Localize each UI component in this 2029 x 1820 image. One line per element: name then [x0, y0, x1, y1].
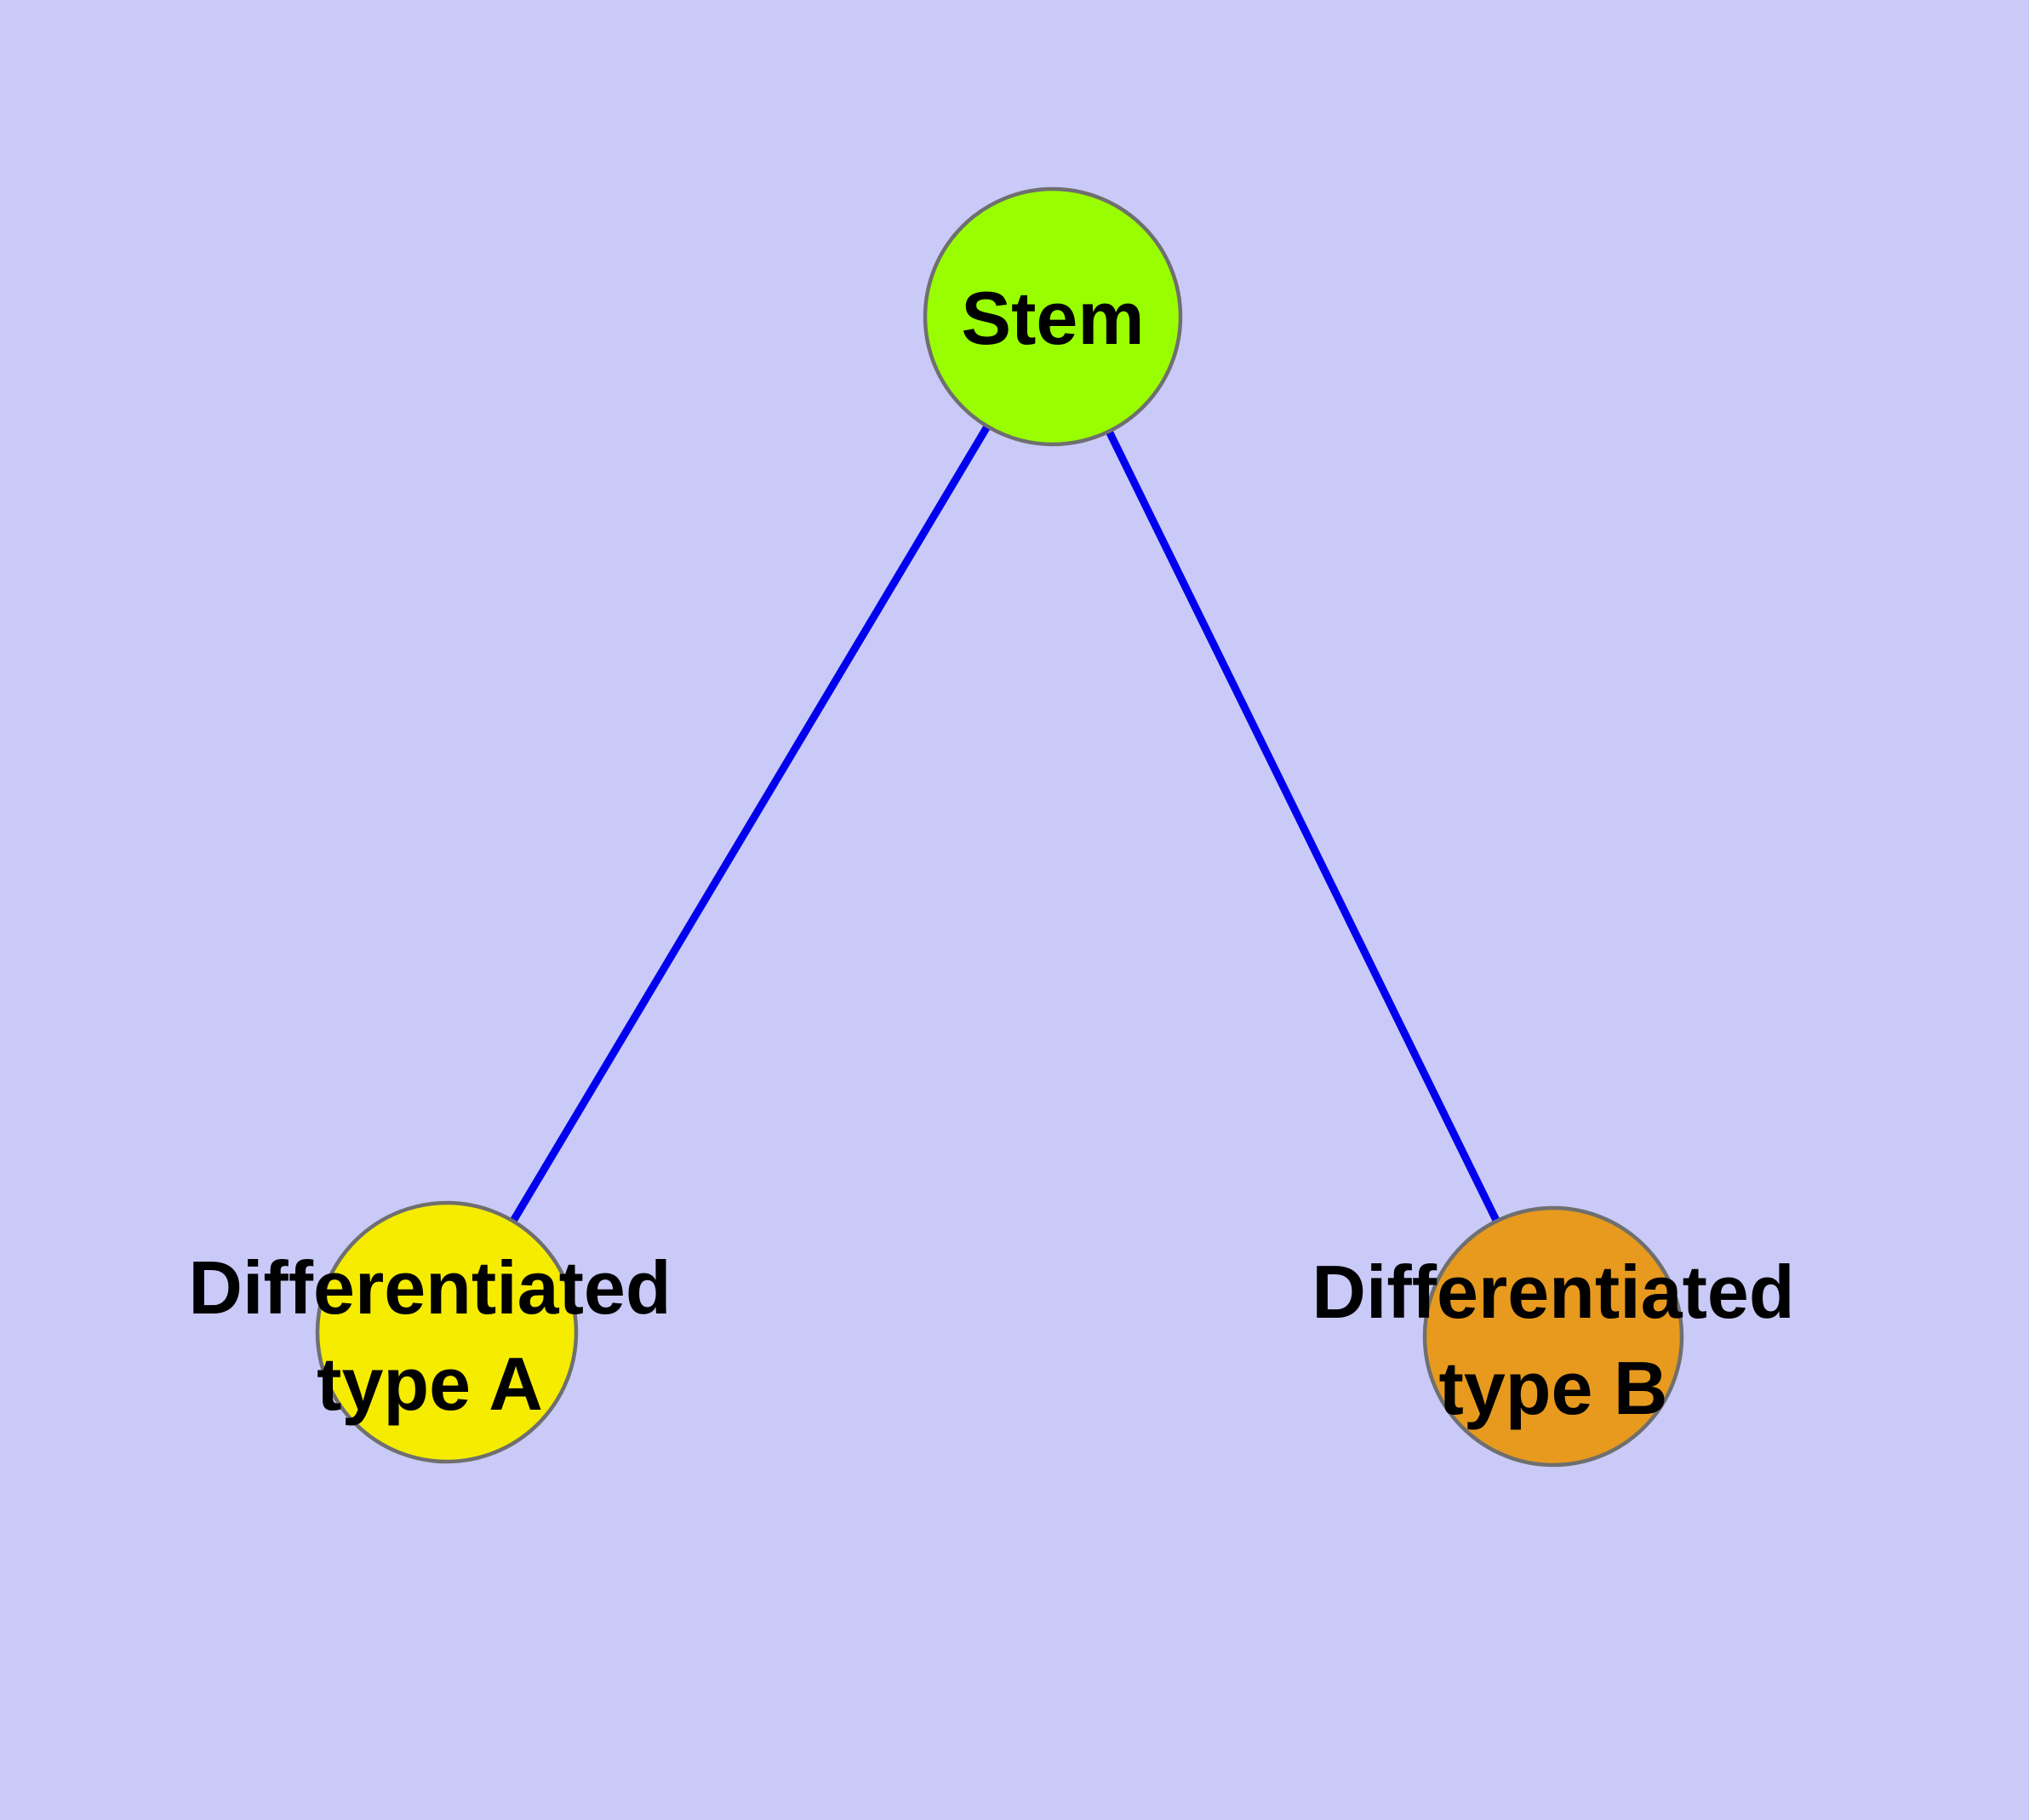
- node-differentiated-type-b: [1422, 1205, 1684, 1468]
- node-type-b-label-line1: Differentiated: [1312, 1250, 1794, 1334]
- node-stem-label: Stem: [961, 276, 1144, 360]
- node-type-a-label-line1: Differentiated: [188, 1245, 671, 1330]
- edge-stem-to-type-b: [1049, 315, 1557, 1338]
- node-type-a-label-line2: type A: [317, 1342, 543, 1426]
- node-type-b-label-line2: type B: [1439, 1346, 1668, 1430]
- node-stem: [923, 186, 1183, 447]
- edge-stem-to-type-a: [443, 314, 1056, 1335]
- node-differentiated-type-a: [315, 1200, 579, 1464]
